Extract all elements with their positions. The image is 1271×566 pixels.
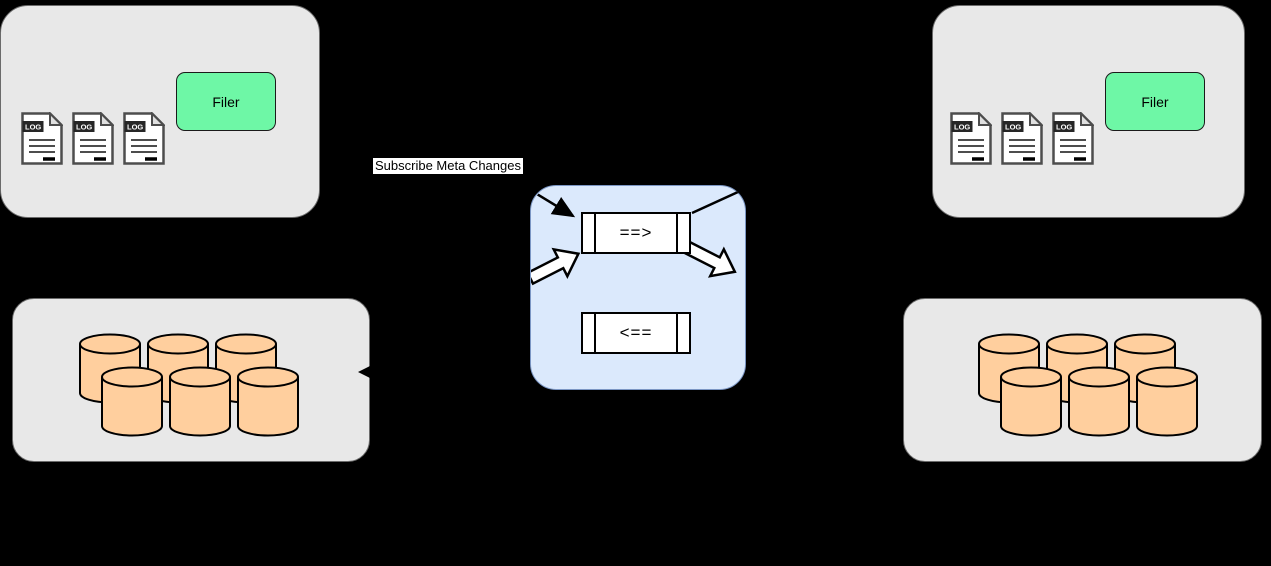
queue-forward: ==>: [581, 212, 691, 254]
log-file-icon: LOG: [123, 112, 165, 165]
log-file-icon: LOG: [1052, 112, 1094, 165]
log-file-icon: LOG: [21, 112, 63, 165]
volume-servers-panel-left: [12, 298, 370, 462]
volume-cylinders-right: [978, 333, 1198, 437]
queue-backward: <==: [581, 312, 691, 354]
queue-forward-label: ==>: [619, 223, 653, 242]
datacenter-panel-left: LOG LOG LOG: [0, 5, 320, 218]
log-icon-label: LOG: [25, 123, 41, 132]
volume-servers-panel-right: [903, 298, 1262, 462]
incoming-arrowhead-icon: [358, 366, 370, 378]
queue-cap-icon: [676, 214, 678, 252]
log-icon-label: LOG: [76, 123, 92, 132]
log-files-group-right: LOG LOG LOG: [950, 112, 1094, 165]
volume-cylinders-left: [79, 333, 299, 437]
datacenter-panel-right: LOG LOG LOG: [932, 5, 1245, 218]
filer-box-right: Filer: [1105, 72, 1205, 131]
log-icon-label: LOG: [954, 123, 970, 132]
volume-cylinder-icon: [1000, 366, 1062, 437]
thin-arrow-subscribe: [531, 188, 576, 218]
filer-label: Filer: [212, 93, 240, 110]
block-arrow-into-queue: [531, 247, 581, 286]
queue-backward-label: <==: [619, 323, 653, 342]
log-file-icon: LOG: [1001, 112, 1043, 165]
log-files-group-left: LOG LOG LOG: [21, 112, 165, 165]
queue-cap-icon: [594, 314, 596, 352]
thin-line-to-right-dc: [691, 186, 747, 215]
replication-queue-panel: ==> <==: [530, 185, 747, 390]
queue-cap-icon: [594, 214, 596, 252]
volume-cylinder-icon: [169, 366, 231, 437]
subscribe-meta-changes-label: Subscribe Meta Changes: [373, 158, 523, 174]
volume-cylinder-icon: [101, 366, 163, 437]
queue-cap-icon: [676, 314, 678, 352]
volume-cylinder-icon: [237, 366, 299, 437]
filer-box-left: Filer: [176, 72, 276, 131]
log-file-icon: LOG: [72, 112, 114, 165]
log-icon-label: LOG: [1005, 123, 1021, 132]
volume-cylinder-icon: [1136, 366, 1198, 437]
volume-cylinder-icon: [1068, 366, 1130, 437]
filer-label: Filer: [1141, 93, 1169, 110]
log-icon-label: LOG: [1056, 123, 1072, 132]
log-icon-label: LOG: [127, 123, 143, 132]
log-file-icon: LOG: [950, 112, 992, 165]
